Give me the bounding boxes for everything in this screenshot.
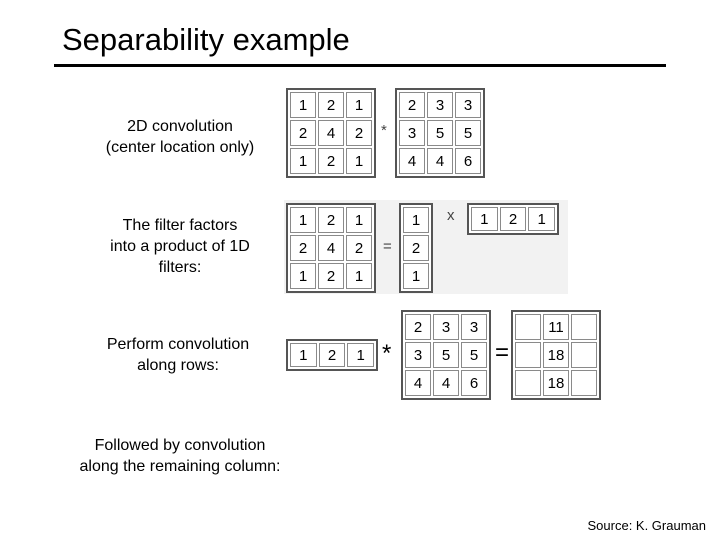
matrix-cell: 2	[405, 314, 431, 340]
matrix-cell	[515, 370, 541, 396]
matrix-cell: 1	[290, 92, 316, 118]
matrix-cell	[515, 314, 541, 340]
title-divider	[54, 64, 666, 67]
label-line: Followed by convolution	[94, 437, 266, 454]
matrix-cell: 3	[433, 314, 459, 340]
label-convolve-rows: Perform convolution along rows:	[88, 334, 268, 376]
label-line: into a product of 1D	[110, 238, 250, 255]
matrix-cell: 1	[290, 207, 316, 233]
matrix-cell: 11	[543, 314, 569, 340]
label-convolve-column: Followed by convolution along the remain…	[60, 435, 300, 477]
matrix-cell: 1	[403, 207, 429, 233]
label-line: 2D convolution	[127, 118, 233, 135]
matrix-cell: 18	[543, 342, 569, 368]
times-operator: x	[447, 207, 455, 224]
matrix-cell: 1	[290, 343, 317, 367]
matrix-cell: 1	[290, 148, 316, 174]
label-line: Perform convolution	[106, 336, 250, 353]
matrix-cell: 1	[346, 207, 372, 233]
matrix-cell	[571, 314, 597, 340]
matrix-cell: 1	[346, 263, 372, 289]
matrix-cell: 5	[455, 120, 481, 146]
matrix-cell: 18	[543, 370, 569, 396]
matrix-cell	[571, 370, 597, 396]
matrix-cell: 3	[399, 120, 425, 146]
matrix-cell	[571, 342, 597, 368]
matrix-cell: 2	[346, 120, 372, 146]
matrix-cell: 1	[346, 148, 372, 174]
label-2d-convolution: 2D convolution (center location only)	[90, 116, 270, 158]
label-line: along the remaining column:	[79, 458, 281, 475]
matrix-cell: 2	[290, 235, 316, 261]
matrix-cell: 1	[471, 207, 498, 231]
matrix-cell	[515, 342, 541, 368]
matrix-cell: 2	[399, 92, 425, 118]
matrix-cell: 2	[290, 120, 316, 146]
matrix-cell: 3	[461, 314, 487, 340]
label-line: (center location only)	[105, 139, 255, 156]
matrix-cell: 2	[346, 235, 372, 261]
matrix-cell: 5	[427, 120, 453, 146]
slide-title: Separability example	[62, 22, 350, 57]
matrix-cell: 1	[347, 343, 374, 367]
matrix-cell: 4	[399, 148, 425, 174]
matrix-cell: 4	[405, 370, 431, 396]
matrix-cell: 3	[427, 92, 453, 118]
matrix-cell: 5	[461, 342, 487, 368]
label-filter-factors: The filter factors into a product of 1D …	[90, 215, 270, 278]
matrix-cell: 4	[318, 120, 344, 146]
matrix-cell: 2	[318, 92, 344, 118]
matrix-cell: 4	[427, 148, 453, 174]
matrix-cell: 2	[499, 207, 527, 231]
matrix-cell: 6	[461, 370, 487, 396]
source-credit: Source: K. Grauman	[587, 518, 707, 533]
matrix-cell: 4	[318, 235, 344, 261]
matrix-cell: 1	[290, 263, 316, 289]
matrix-cell: 1	[528, 207, 555, 231]
convolution-operator: *	[382, 340, 392, 367]
matrix-cell: 3	[455, 92, 481, 118]
convolution-operator: *	[381, 122, 387, 139]
matrix-cell: 2	[318, 263, 344, 289]
equals-operator: =	[383, 238, 392, 255]
matrix-cell: 4	[433, 370, 459, 396]
label-line: along rows:	[137, 357, 219, 374]
matrix-cell: 2	[318, 148, 344, 174]
matrix-cell: 6	[455, 148, 481, 174]
matrix-cell: 2	[318, 207, 344, 233]
label-line: The filter factors	[122, 217, 238, 234]
matrix-cell: 3	[405, 342, 431, 368]
matrix-cell: 5	[433, 342, 459, 368]
matrix-cell: 2	[318, 343, 346, 367]
equals-operator: =	[495, 339, 510, 366]
label-line: filters:	[158, 259, 202, 276]
matrix-cell: 2	[403, 235, 429, 261]
matrix-cell: 1	[403, 263, 429, 289]
matrix-cell: 1	[346, 92, 372, 118]
